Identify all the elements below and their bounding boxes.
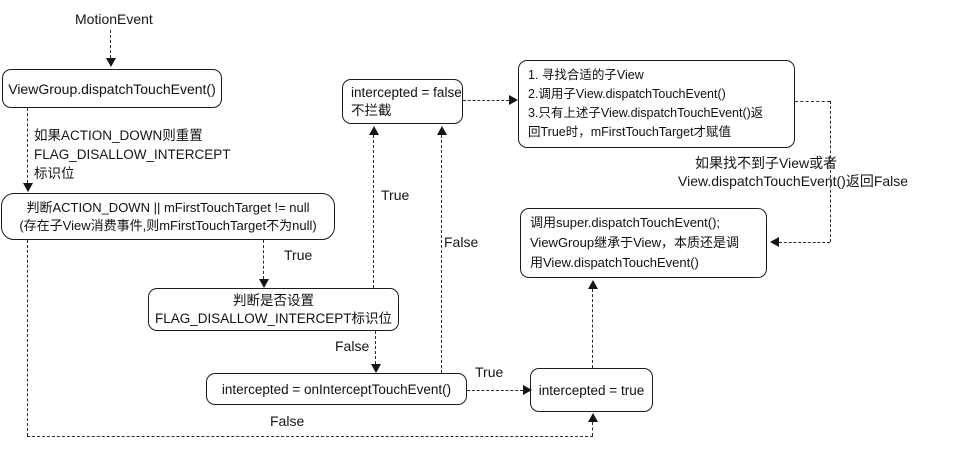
node-text: intercepted = true: [538, 382, 645, 398]
edge-label-true-check-flag: True: [284, 247, 313, 263]
node-intercepted-false: intercepted = false 不拦截: [342, 79, 463, 124]
arrowhead-down-icon: [259, 279, 269, 288]
connector-find-child-super-h2: [779, 242, 830, 243]
connector-false-bottom-v: [27, 240, 28, 436]
node-check-action-down: 判断ACTION_DOWN || mFirstTouchTarget != nu…: [1, 193, 335, 240]
connector-not-intercept-find-child: [463, 100, 509, 101]
edge-label-false-bottom: False: [270, 413, 305, 429]
connector-motionevent-dispatch: [110, 30, 111, 58]
node-text: 不拦截: [351, 102, 392, 118]
arrowhead-up-icon: [588, 280, 598, 289]
node-find-child-view: 1. 寻找合适的子View 2.调用子View.dispatchTouchEve…: [518, 60, 795, 148]
edge-label-false-on-intercept: False: [335, 338, 370, 354]
connector-find-child-super-h1: [795, 101, 830, 102]
connector-false-bottom-up: [592, 422, 593, 436]
no-child-note: 如果找不到子View或者 View.dispatchTouchEvent()返回…: [678, 154, 908, 190]
connector-intercepted-true-super: [592, 289, 593, 368]
reset-flag-note-line: 如果ACTION_DOWN则重置: [34, 128, 203, 143]
motion-event-label: MotionEvent: [75, 11, 153, 27]
node-text: intercepted = false: [351, 84, 462, 100]
arrowhead-down-icon: [23, 183, 33, 192]
node-text: 3.只有上述子View.dispatchTouchEvent()返: [528, 106, 764, 120]
node-viewgroup-dispatch: ViewGroup.dispatchTouchEvent(): [2, 69, 222, 108]
edge-label-true-not-intercept: True: [381, 187, 410, 203]
reset-flag-note-line: 标识位: [34, 166, 75, 181]
edge-label-false-not-intercept: False: [444, 234, 479, 250]
edge-label-true-intercepted-true: True: [475, 364, 504, 380]
no-child-note-line: 如果找不到子View或者: [695, 155, 838, 171]
connector-true-not-intercept: [373, 135, 374, 288]
node-text: (存在子View消费事件,则mFirstTouchTarget不为null): [19, 217, 317, 233]
arrowhead-up-icon: [437, 126, 447, 135]
node-text: ViewGroup.dispatchTouchEvent(): [8, 80, 216, 97]
node-text: 判断是否设置: [233, 292, 314, 308]
arrowhead-right-icon: [523, 385, 532, 395]
connector-false-on-intercept: [375, 331, 376, 364]
arrowhead-right-icon: [509, 95, 518, 105]
node-text: intercepted = onInterceptTouchEvent(): [221, 381, 452, 397]
arrowhead-up-icon: [369, 126, 379, 135]
reset-flag-note: 如果ACTION_DOWN则重置 FLAG_DISALLOW_INTERCEPT…: [34, 126, 231, 183]
node-text: FLAG_DISALLOW_INTERCEPT标识位: [154, 310, 393, 326]
node-super-dispatch: 调用super.dispatchTouchEvent(); ViewGroup继…: [520, 208, 767, 278]
node-on-intercept-touch-event: intercepted = onInterceptTouchEvent(): [206, 373, 467, 405]
reset-flag-note-line: FLAG_DISALLOW_INTERCEPT: [34, 147, 231, 162]
connector-false-bottom-h: [27, 436, 593, 437]
node-text: 调用super.dispatchTouchEvent();: [530, 215, 721, 230]
connector-dispatch-check: [27, 108, 28, 183]
node-text: 用View.dispatchTouchEvent(): [530, 255, 699, 270]
arrowhead-up-icon: [588, 413, 598, 422]
node-intercepted-true: intercepted = true: [530, 368, 653, 412]
node-text: ViewGroup继承于View，本质还是调: [530, 235, 740, 250]
connector-find-child-super-v: [830, 101, 831, 242]
node-text: 回True时，mFirstTouchTarget才赋值: [528, 125, 732, 139]
arrowhead-down-icon: [106, 58, 116, 67]
node-text: 判断ACTION_DOWN || mFirstTouchTarget != nu…: [26, 199, 310, 215]
node-check-disallow-flag: 判断是否设置 FLAG_DISALLOW_INTERCEPT标识位: [148, 288, 399, 331]
connector-false-not-intercept: [441, 135, 442, 373]
connector-true-intercepted-true: [467, 390, 523, 391]
connector-true-check-flag: [263, 240, 264, 279]
node-text: 2.调用子View.dispatchTouchEvent(): [528, 87, 726, 101]
arrowhead-down-icon: [371, 364, 381, 373]
node-text: 1. 寻找合适的子View: [528, 68, 644, 82]
no-child-note-line: View.dispatchTouchEvent()返回False: [678, 173, 909, 189]
arrowhead-left-icon: [770, 237, 779, 247]
